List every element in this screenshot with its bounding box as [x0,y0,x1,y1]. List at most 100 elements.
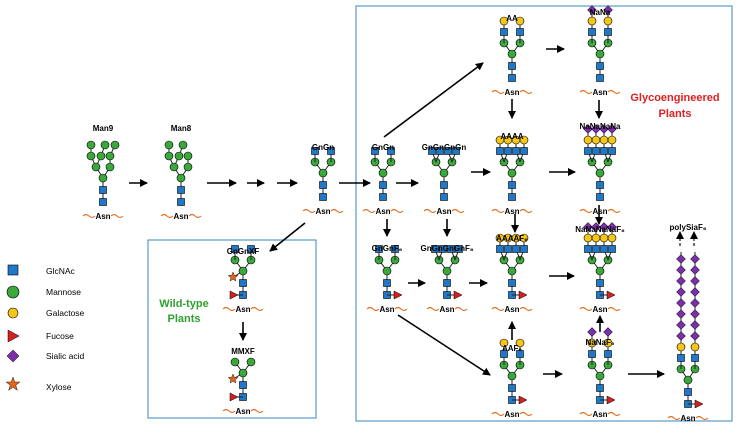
peptide-wave-icon [667,415,681,421]
mannose-icon [100,140,110,150]
glcnac-icon [387,147,395,155]
glcnac-icon [508,181,516,189]
peptide-wave-icon [222,306,236,312]
mannose-icon [178,140,188,150]
peptide-wave-icon [491,411,505,417]
sialic-acid-icon [676,265,686,275]
fucose-icon [694,399,704,409]
yellow-circle-icon [7,307,19,319]
glycan-structures: AsnMan9AsnMan8AsnGnGnAsnGnGnAsnGnGnGnGnA… [82,5,709,423]
peptide-wave-icon [366,306,380,312]
glcnac-icon [428,147,436,155]
mannose-icon [238,368,248,378]
pathway-arrows [129,45,698,378]
mannose-icon [174,151,184,161]
mannose-icon [230,357,240,367]
glcnac-icon [596,193,604,201]
sialic-acid-icon [690,265,700,275]
glcnac-icon [319,193,327,201]
mannose-icon [595,266,605,276]
glcnac-icon [177,186,185,194]
glcnac-icon [604,350,612,358]
mannose-icon [318,168,328,178]
red-triangle-icon [7,329,20,343]
glcnac-icon [516,28,524,36]
mannose-icon [683,375,693,385]
fucose-icon [606,395,616,405]
peptide-wave-icon [579,89,593,95]
fucose-icon [518,395,528,405]
peptide-wave-icon [579,208,593,214]
asn-label: Asn [315,207,330,216]
peptide-wave-icon [188,213,202,219]
galactose-icon [607,233,617,243]
glyco-title-line1: Glycoengineered [630,92,719,104]
sialic-acid-icon [583,222,593,232]
fucose-icon [393,290,403,300]
mannose-icon [110,140,120,150]
mannose-icon [507,266,517,276]
glcnac-icon [512,147,520,155]
glcnac-icon [508,384,516,392]
structure-label: MMXF [231,347,255,356]
sialic-acid-icon [690,331,700,341]
asn-label: Asn [592,88,607,97]
glcnac-icon [311,147,319,155]
structure-label: NaNaNaNa [580,122,621,131]
glcnac-icon [504,147,512,155]
mannose-icon [86,140,96,150]
sialic-acid-icon [607,222,617,232]
mannose-icon [507,371,517,381]
galactose-icon [676,342,686,352]
glcnac-icon [508,279,516,287]
glcnac-icon [500,350,508,358]
glcnac-icon [496,147,504,155]
mannose-icon [105,162,115,172]
peptide-wave-icon [607,89,621,95]
arrow [397,314,491,376]
glcnac-icon [596,279,604,287]
xylose-icon [227,373,239,384]
glcnac-icon [516,350,524,358]
sialic-acid-icon [583,124,593,134]
mannose-icon [176,173,186,183]
peptide-wave-icon [423,208,437,214]
galactose-icon [690,342,700,352]
glycan-gngnf6: Asn GnGnF₆ [366,244,408,314]
peptide-wave-icon [579,306,593,312]
mannose-icon [442,266,452,276]
asn-label: Asn [173,212,188,221]
peptide-wave-icon [82,213,96,219]
peptide-wave-icon [579,411,593,417]
structure-label: polySiaF₆ [670,223,707,232]
structure-label: GnGnXF [227,247,260,256]
glycan-gngnxf: Asn GnGnXF [222,245,264,314]
asn-label: Asn [379,305,394,314]
legend-label-galactose: Galactose [46,308,85,318]
structure-label: GnGnGnGnF₆ [421,244,474,253]
peptide-wave-icon [451,208,465,214]
sialic-acid-icon [690,320,700,330]
structure-label: AAAAF₆ [496,234,528,243]
sialic-acid-icon [676,254,686,264]
asn-label: Asn [680,414,695,423]
structure-label: GnGnF₆ [372,244,403,253]
xylose-icon [227,271,239,282]
mannose-icon [91,162,101,172]
peptide-wave-icon [519,89,533,95]
structure-label: GnGn [312,143,334,152]
sialic-acid-icon [690,287,700,297]
glcnac-icon [447,245,455,253]
glcnac-icon [608,245,616,253]
glcnac-icon [596,384,604,392]
glcnac-icon [371,147,379,155]
galactose-icon [587,16,597,26]
asn-label: Asn [235,305,250,314]
galactose-icon [515,338,525,348]
glcnac-icon [247,245,255,253]
